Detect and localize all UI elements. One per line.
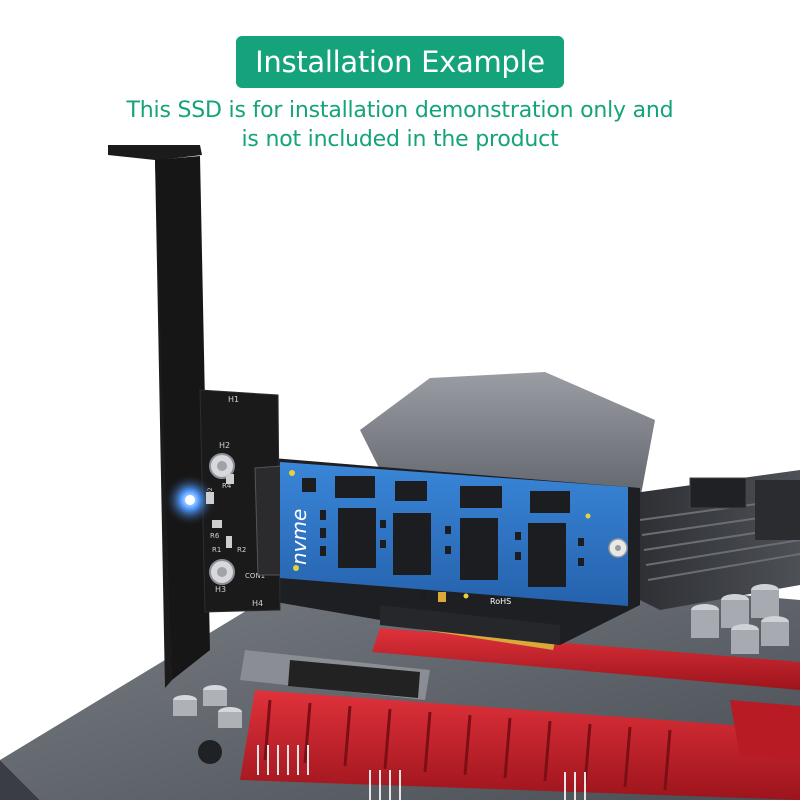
capacitor-cluster-right [691, 584, 789, 654]
capacitor-cluster-left [173, 685, 242, 728]
m2-connector [254, 465, 285, 576]
title-text: Installation Example [255, 45, 545, 79]
ssd-brand-text: nvme [287, 509, 311, 565]
label-h2: H2 [219, 441, 230, 450]
label-con1: CON1 [245, 572, 265, 580]
subtitle-line-1: This SSD is for installation demonstrati… [126, 98, 674, 123]
board-inductor [198, 740, 222, 764]
standoff-top [209, 453, 235, 479]
black-connector-middle [288, 660, 420, 698]
ssd-yellow-dots [289, 470, 591, 599]
ssd-chips [302, 476, 570, 587]
ssd-mounting-screw [608, 538, 628, 558]
label-r1: R1 [212, 546, 221, 554]
ssd-small-components [320, 510, 584, 566]
label-h3: H3 [215, 585, 226, 594]
standoff-bottom [209, 559, 235, 585]
header-pins [257, 745, 586, 800]
label-h1: H1 [228, 395, 239, 404]
label-r2: R2 [237, 546, 246, 554]
ssd-rohs-text: RoHS [490, 597, 511, 606]
adapter-card-bottom-tab [380, 605, 560, 645]
pci-bracket-plate [155, 156, 210, 680]
right-dark-block [755, 480, 800, 540]
pcie-slot-upper [372, 628, 800, 690]
pcie-slot-latch [730, 700, 800, 760]
label-h4: H4 [252, 599, 263, 608]
label-r4: R4 [222, 482, 232, 490]
pcie-slot-lower-ridges [263, 699, 672, 791]
smd-components [206, 474, 234, 548]
title-banner: Installation Example [236, 36, 564, 88]
label-r6: R6 [210, 532, 220, 540]
subtitle-line-2: is not included in the product [241, 127, 559, 152]
ssd-label-chip [438, 592, 446, 602]
power-connector [689, 477, 747, 509]
status-led [185, 495, 195, 505]
motherboard-front-edge [0, 760, 40, 800]
ssd-label-chip-2 [420, 591, 427, 601]
